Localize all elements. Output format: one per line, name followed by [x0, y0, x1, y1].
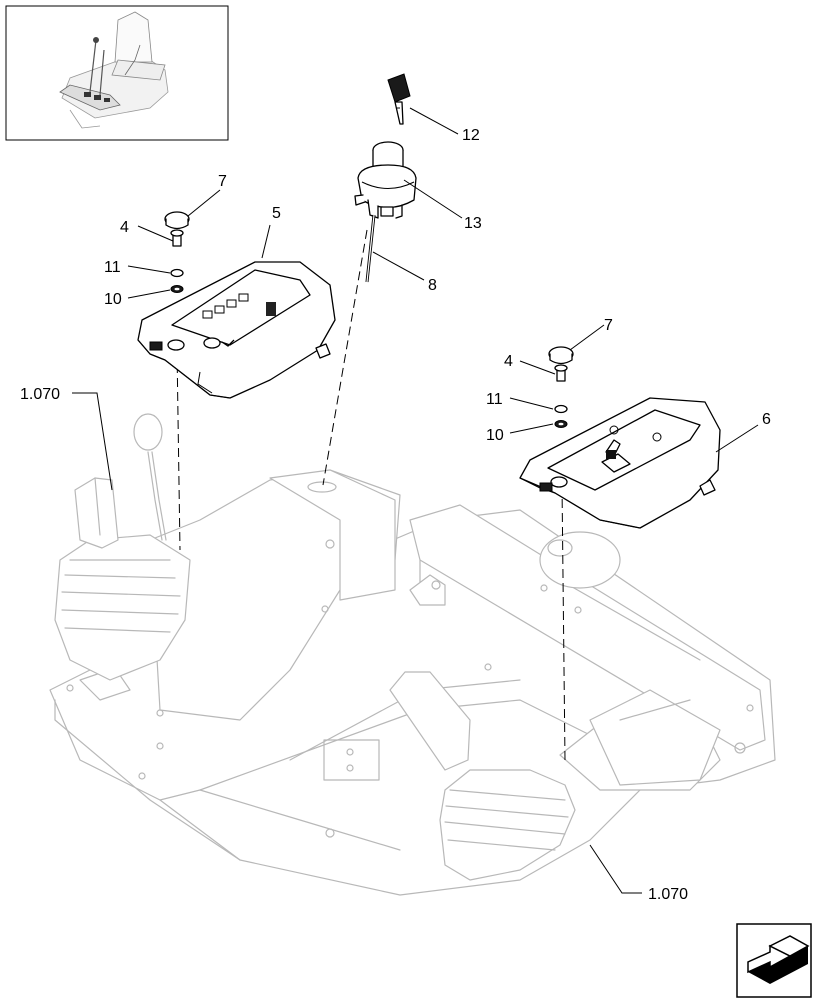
callout-12: 12	[462, 127, 480, 144]
callout-8: 8	[428, 277, 437, 294]
left-switch-panel	[137, 261, 336, 399]
alignment-line-right	[561, 484, 566, 761]
ignition-wire	[365, 214, 376, 283]
callout-6: 6	[762, 411, 771, 428]
callout-10-right: 10	[486, 427, 504, 444]
callout-4-left: 4	[120, 219, 129, 236]
leader-lines	[72, 107, 759, 894]
left-fastener-stack	[164, 211, 190, 293]
callout-11-left: 11	[104, 259, 121, 276]
alignment-line-left	[176, 349, 181, 551]
next-page-arrow-icon[interactable]	[736, 923, 812, 998]
callout-11-right: 11	[486, 391, 503, 408]
right-switch-panel	[519, 397, 721, 529]
callout-13: 13	[464, 215, 482, 232]
callout-5: 5	[272, 205, 281, 222]
callout-4-right: 4	[504, 353, 513, 370]
callout-10-left: 10	[104, 291, 122, 308]
ignition-switch	[354, 141, 417, 219]
alignment-line-ignition	[322, 229, 368, 486]
callout-1070-upper: 1.070	[20, 386, 60, 403]
ignition-key	[387, 73, 411, 125]
callout-1070-lower: 1.070	[648, 886, 688, 903]
seat-location-thumbnail-icon	[5, 5, 229, 141]
callout-7-left: 7	[218, 173, 227, 190]
right-fastener-stack	[548, 346, 574, 428]
callout-7-right: 7	[604, 317, 613, 334]
console-frame-ghost	[49, 413, 776, 896]
